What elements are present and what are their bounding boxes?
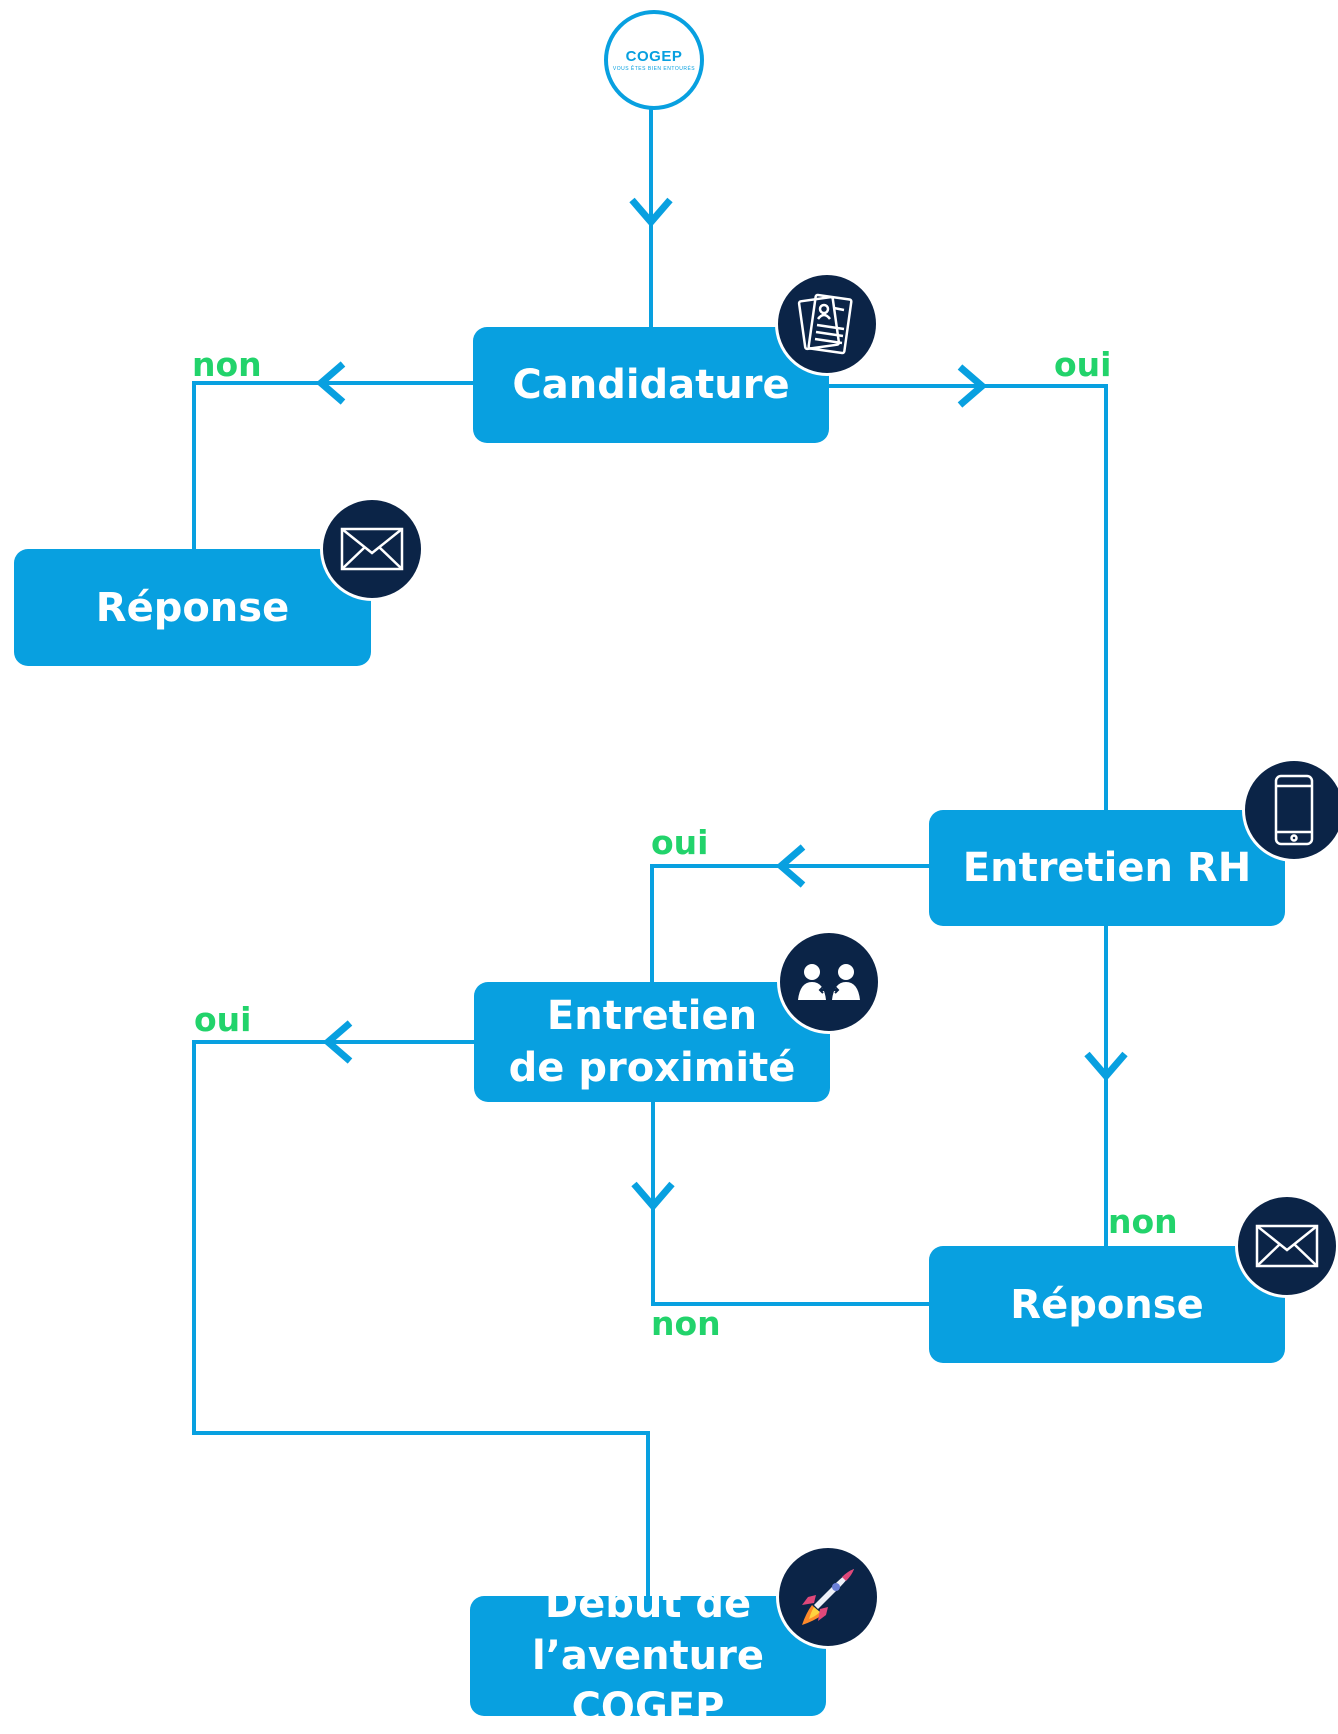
node-debut-label: Début de l’aventure COGEP	[531, 1581, 765, 1731]
two-people-icon	[777, 930, 881, 1034]
arrow-down-proximite	[631, 1181, 675, 1212]
connector-candidature-non	[192, 381, 473, 549]
node-entretien-rh-label: Entretien RH	[962, 845, 1252, 891]
cogep-logo: COGEP VOUS ÊTES BIEN ENTOURÉS	[604, 10, 704, 110]
arrow-down-start	[629, 197, 673, 228]
logo-tagline: VOUS ÊTES BIEN ENTOURÉS	[612, 66, 696, 72]
arrow-left-rh	[775, 844, 806, 888]
node-reponse-right: Réponse	[929, 1246, 1285, 1363]
rocket-icon	[776, 1545, 880, 1649]
arrow-left-candidature	[315, 361, 346, 405]
label-candidature-non: non	[192, 345, 262, 384]
label-candidature-oui: oui	[1054, 345, 1112, 384]
node-entretien-rh: Entretien RH	[929, 810, 1285, 926]
node-reponse-left-label: Réponse	[95, 584, 290, 631]
arrow-down-rh	[1084, 1051, 1128, 1082]
resume-icon	[775, 272, 879, 376]
smartphone-icon	[1242, 758, 1338, 862]
node-debut: Début de l’aventure COGEP	[470, 1581, 826, 1731]
node-candidature: Candidature	[473, 327, 829, 443]
connector-rh-oui	[650, 864, 930, 982]
envelope-icon	[320, 497, 424, 601]
connector-candidature-oui	[828, 384, 1108, 812]
label-rh-non: non	[1108, 1202, 1178, 1241]
node-reponse-right-label: Réponse	[1010, 1281, 1204, 1328]
label-proximite-oui: oui	[194, 1000, 252, 1039]
label-rh-oui: oui	[651, 823, 709, 862]
envelope-icon	[1235, 1194, 1338, 1298]
label-proximite-non: non	[651, 1304, 721, 1343]
node-candidature-label: Candidature	[512, 362, 790, 408]
connector-proximite-oui	[192, 1040, 650, 1596]
node-entretien-proximite: Entretien de proximité	[474, 982, 830, 1102]
connector-proximite-non	[651, 1102, 930, 1306]
arrow-left-proximite	[322, 1020, 353, 1064]
node-entretien-proximite-label: Entretien de proximité	[508, 993, 796, 1091]
node-reponse-left: Réponse	[14, 549, 371, 666]
arrow-right-candidature	[957, 364, 988, 408]
logo-brand: COGEP	[625, 48, 683, 65]
